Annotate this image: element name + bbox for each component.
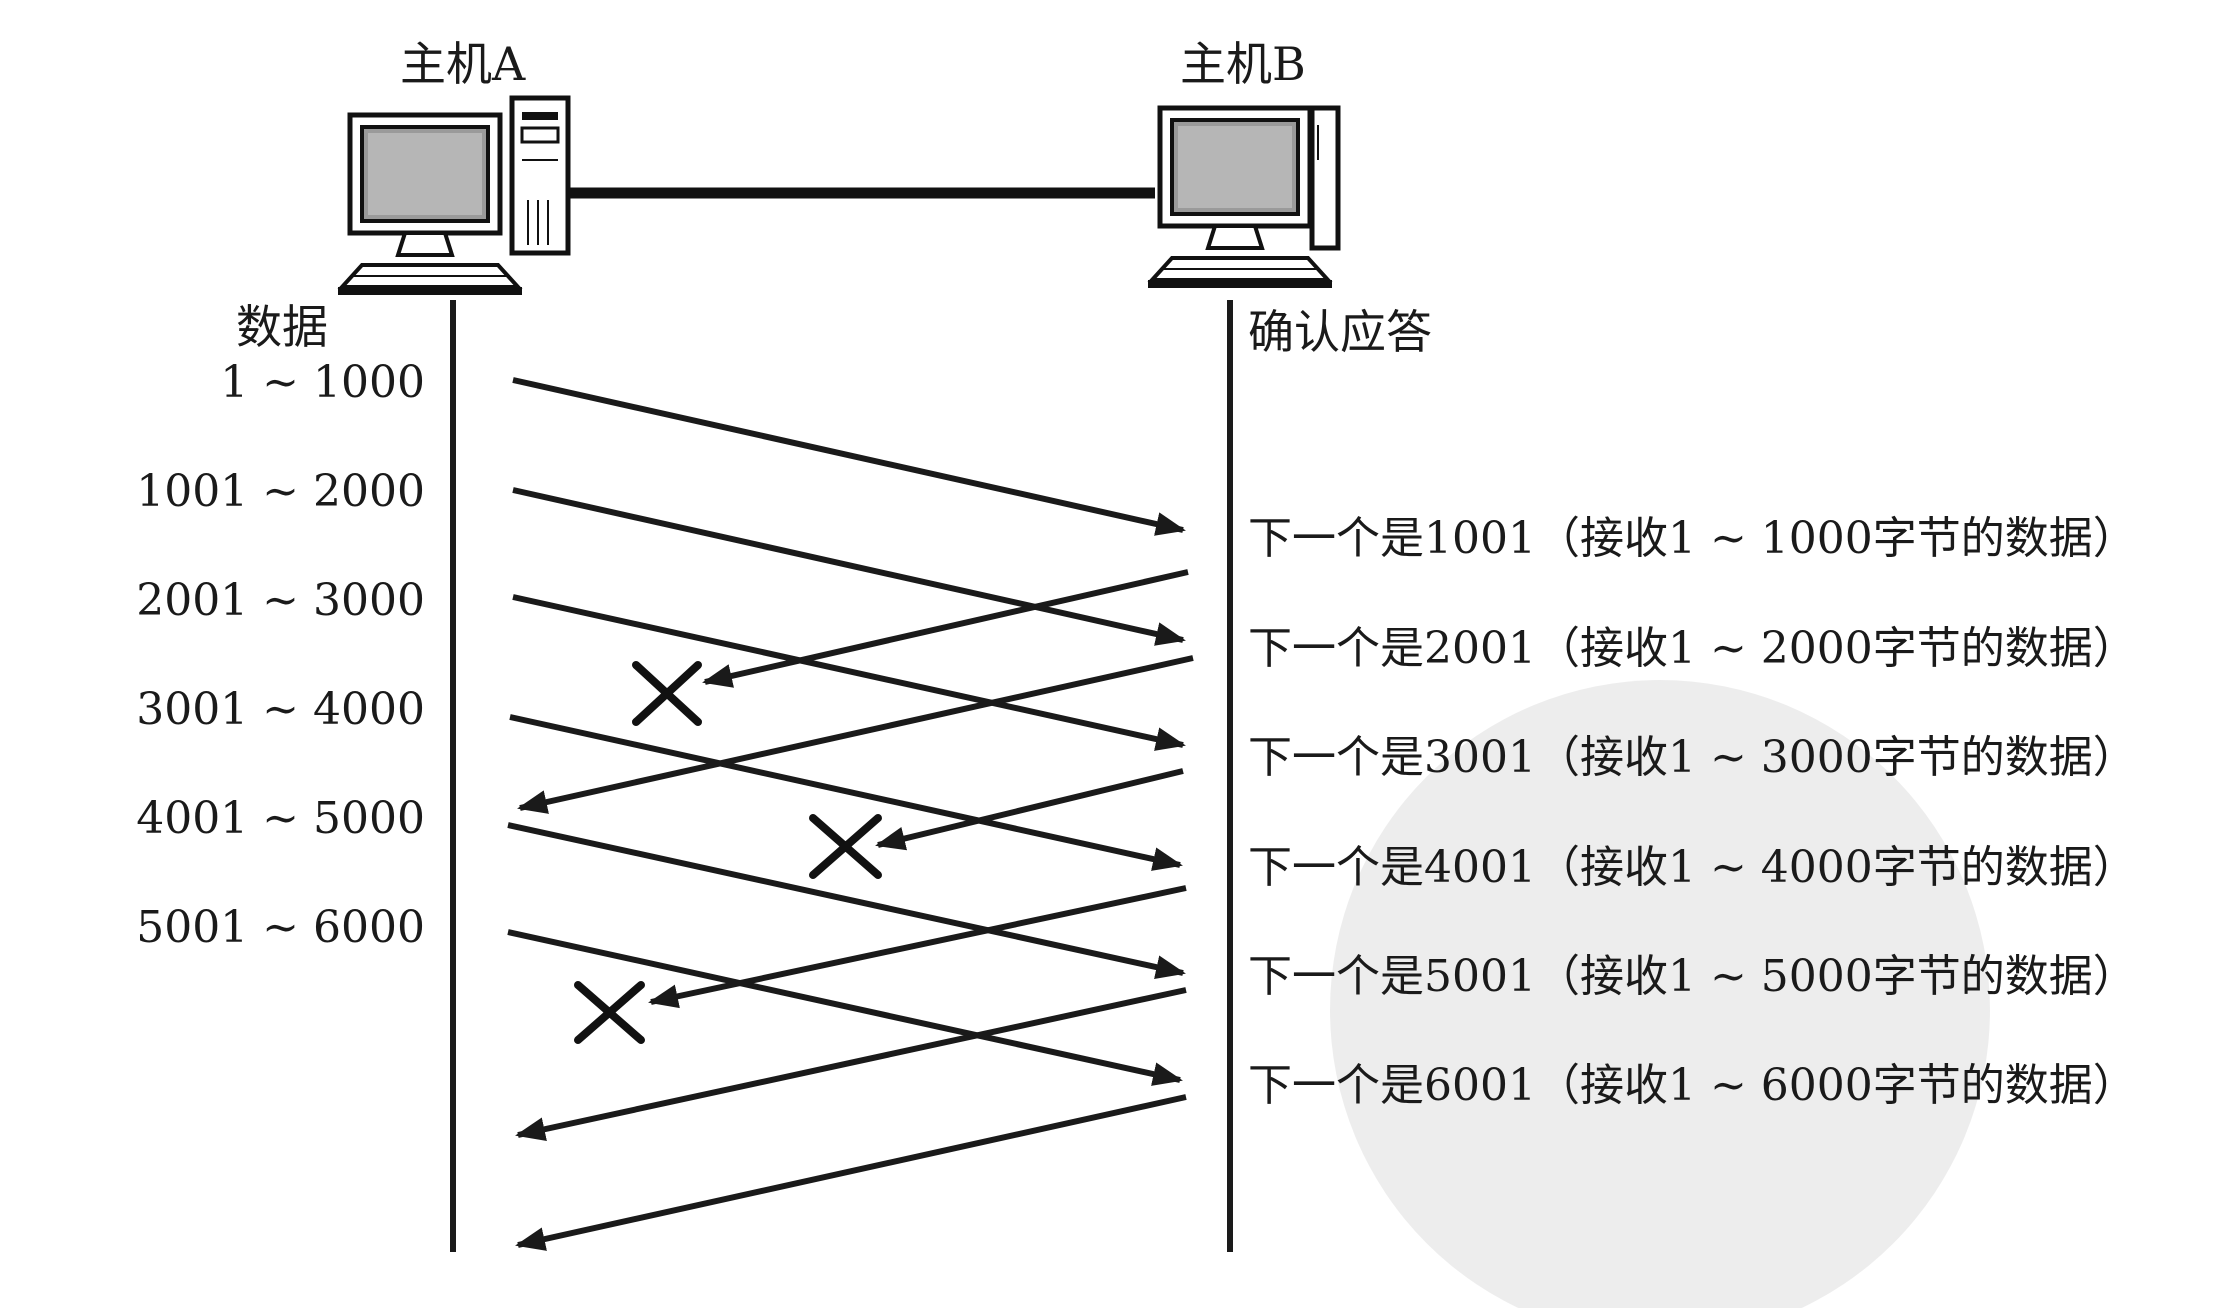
cross-mark-icon — [578, 985, 641, 1040]
ack-label: 下一个是5001（接收1 ~ 5000字节的数据） — [1248, 951, 2137, 1002]
host-b-title: 主机B — [1180, 37, 1306, 91]
host-b: 主机B — [1148, 37, 1338, 288]
ack-arrow — [651, 888, 1186, 1002]
data-segment-arrow — [513, 380, 1183, 530]
ack-arrow — [518, 1097, 1186, 1245]
data-segment-arrow — [508, 932, 1180, 1080]
data-segment-label: 2001 ~ 3000 — [136, 575, 425, 626]
computer-tower-icon — [338, 98, 568, 295]
ack-label: 下一个是3001（接收1 ~ 3000字节的数据） — [1248, 732, 2137, 783]
data-segment-label: 1001 ~ 2000 — [136, 466, 425, 517]
cross-mark-icon — [813, 818, 878, 875]
host-a-title: 主机A — [400, 37, 526, 91]
ack-label: 下一个是1001（接收1 ~ 1000字节的数据） — [1248, 513, 2137, 564]
cross-mark-icon — [636, 665, 698, 722]
host-a: 主机A — [338, 37, 568, 295]
ack-column-title: 确认应答 — [1248, 305, 1432, 359]
data-segment-label: 3001 ~ 4000 — [136, 684, 425, 735]
ack-label: 下一个是2001（接收1 ~ 2000字节的数据） — [1248, 623, 2137, 674]
data-segment-labels: 1 ~ 1000 1001 ~ 2000 2001 ~ 3000 3001 ~ … — [136, 357, 425, 953]
ack-arrow — [518, 990, 1186, 1135]
data-segment-label: 5001 ~ 6000 — [136, 902, 425, 953]
ack-arrow — [520, 658, 1193, 808]
ack-label: 下一个是4001（接收1 ~ 4000字节的数据） — [1248, 842, 2137, 893]
data-column-title: 数据 — [236, 300, 328, 354]
data-segment-label: 1 ~ 1000 — [220, 357, 425, 408]
data-segment-arrows — [508, 380, 1183, 1080]
ack-label: 下一个是6001（接收1 ~ 6000字节的数据） — [1248, 1060, 2137, 1111]
computer-tower-icon — [1148, 108, 1338, 288]
data-segment-label: 4001 ~ 5000 — [136, 793, 425, 844]
